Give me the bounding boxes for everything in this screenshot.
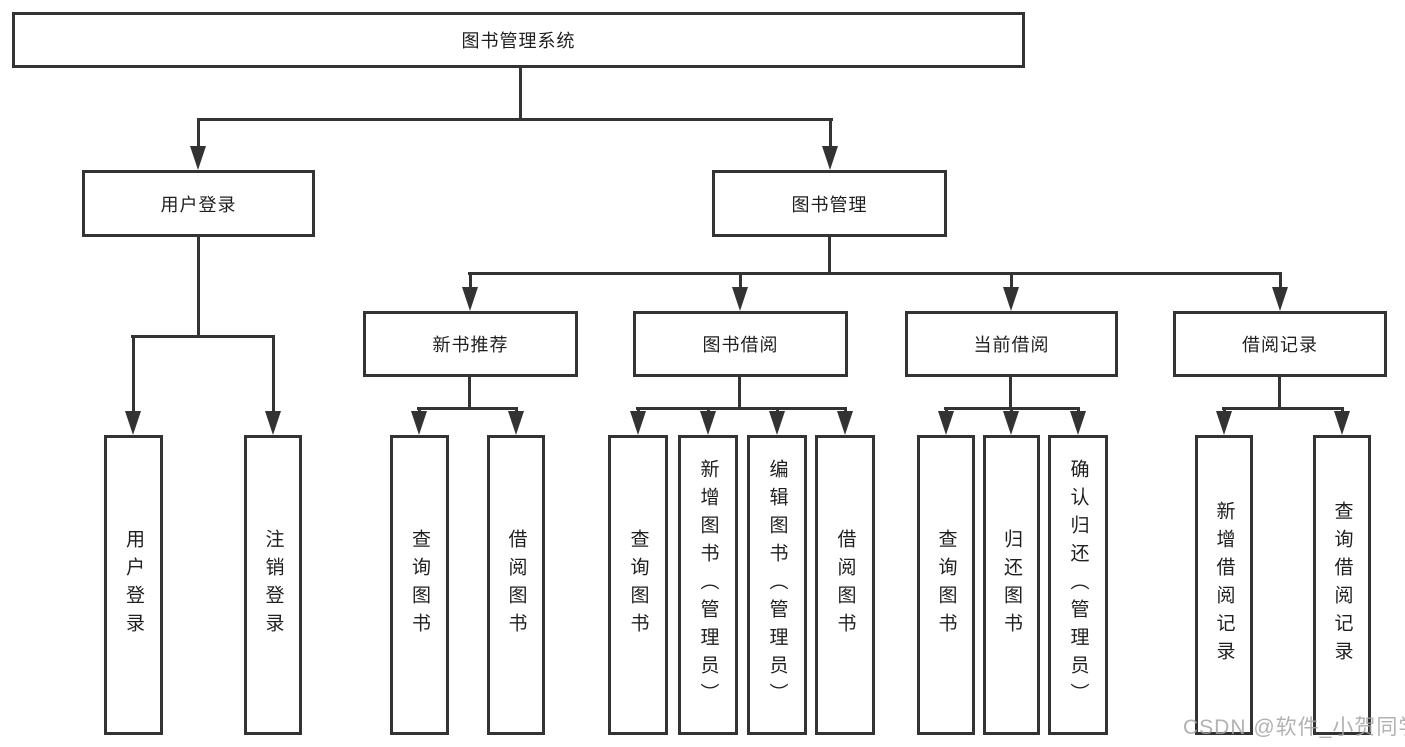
leaf-bb-borrow-books: 借阅图书 bbox=[815, 435, 875, 735]
node-current-borrow-label: 当前借阅 bbox=[973, 335, 1050, 355]
arrowhead-icon bbox=[938, 411, 954, 435]
leaf-logout-label: 注销登录 bbox=[262, 529, 284, 641]
connector-new-book-recommend-branch bbox=[417, 407, 518, 410]
arrowhead-icon bbox=[700, 411, 716, 435]
node-root: 图书管理系统 bbox=[12, 12, 1025, 68]
arrow-to-leaf-user-login bbox=[125, 335, 141, 435]
leaf-bb-edit-books-admin-label: 编辑图书（管理员） bbox=[766, 459, 788, 711]
connector-book-management-stem bbox=[828, 237, 831, 272]
arrowhead-icon bbox=[822, 146, 838, 170]
leaf-nb-borrow-books-label: 借阅图书 bbox=[505, 529, 527, 641]
arrowhead-icon bbox=[1003, 287, 1019, 311]
leaf-bb-query-books-label: 查询图书 bbox=[627, 529, 649, 641]
leaf-cb-query-books: 查询图书 bbox=[917, 435, 975, 735]
leaf-br-query-record-label: 查询借阅记录 bbox=[1331, 501, 1353, 669]
arrow-to-bb-borrow-books bbox=[837, 407, 853, 435]
leaf-cb-confirm-return-admin: 确认归还（管理员） bbox=[1048, 435, 1108, 735]
arrow-to-borrow-records bbox=[1272, 272, 1288, 311]
leaf-br-query-record: 查询借阅记录 bbox=[1313, 435, 1371, 735]
arrow-to-book-management bbox=[822, 118, 838, 170]
arrow-to-br-add-record bbox=[1216, 407, 1232, 435]
arrowhead-icon bbox=[1216, 411, 1232, 435]
leaf-user-login: 用户登录 bbox=[104, 435, 163, 735]
leaf-logout: 注销登录 bbox=[244, 435, 302, 735]
leaf-nb-borrow-books: 借阅图书 bbox=[487, 435, 545, 735]
arrowhead-icon bbox=[1272, 287, 1288, 311]
arrow-to-new-book-recommend bbox=[462, 272, 478, 311]
arrowhead-icon bbox=[630, 411, 646, 435]
connector-level1-branch bbox=[197, 118, 833, 121]
connector-current-borrow-stem bbox=[1009, 377, 1012, 407]
connector-level3-branch bbox=[468, 272, 1282, 275]
node-root-label: 图书管理系统 bbox=[461, 31, 576, 51]
node-new-book-recommend-label: 新书推荐 bbox=[432, 335, 509, 355]
connector-user-login-branch bbox=[131, 335, 275, 338]
arrow-to-cb-confirm-return bbox=[1070, 407, 1086, 435]
arrowhead-icon bbox=[508, 411, 524, 435]
node-user-login: 用户登录 bbox=[82, 170, 315, 237]
leaf-nb-query-books-label: 查询图书 bbox=[409, 529, 430, 641]
node-book-management-label: 图书管理 bbox=[791, 194, 868, 215]
leaf-bb-borrow-books-label: 借阅图书 bbox=[834, 529, 856, 641]
leaf-user-login-label: 用户登录 bbox=[123, 529, 144, 641]
node-new-book-recommend: 新书推荐 bbox=[363, 311, 578, 377]
arrowhead-icon bbox=[265, 411, 281, 435]
leaf-bb-add-books-admin: 新增图书（管理员） bbox=[678, 435, 738, 735]
arrow-to-bb-query-books bbox=[630, 407, 646, 435]
arrow-to-bb-add-books bbox=[700, 407, 716, 435]
node-borrow-records-label: 借阅记录 bbox=[1242, 335, 1318, 355]
node-user-login-label: 用户登录 bbox=[160, 194, 237, 215]
arrow-to-user-login bbox=[190, 118, 206, 170]
arrow-to-cb-return-books bbox=[1003, 407, 1019, 435]
node-borrow-records: 借阅记录 bbox=[1173, 311, 1387, 377]
connector-book-borrow-branch bbox=[636, 407, 847, 410]
leaf-cb-return-books-label: 归还图书 bbox=[1001, 529, 1022, 641]
arrowhead-icon bbox=[732, 287, 748, 311]
connector-book-borrow-stem bbox=[738, 377, 741, 407]
arrowhead-icon bbox=[125, 411, 141, 435]
leaf-bb-add-books-admin-label: 新增图书（管理员） bbox=[697, 459, 719, 711]
arrow-to-cb-query-books bbox=[938, 407, 954, 435]
arrow-to-nb-borrow-books bbox=[508, 407, 524, 435]
node-book-borrow-label: 图书借阅 bbox=[702, 335, 779, 355]
arrow-to-current-borrow bbox=[1003, 272, 1019, 311]
arrow-to-nb-query-books bbox=[411, 407, 427, 435]
connector-new-book-recommend-stem bbox=[468, 377, 471, 407]
leaf-br-add-record-label: 新增借阅记录 bbox=[1213, 501, 1235, 669]
node-current-borrow: 当前借阅 bbox=[905, 311, 1118, 377]
arrowhead-icon bbox=[1070, 411, 1086, 435]
arrowhead-icon bbox=[837, 411, 853, 435]
leaf-br-add-record: 新增借阅记录 bbox=[1195, 435, 1253, 735]
arrowhead-icon bbox=[1334, 411, 1350, 435]
arrowhead-icon bbox=[1003, 411, 1019, 435]
leaf-bb-query-books: 查询图书 bbox=[608, 435, 668, 735]
arrow-to-bb-edit-books bbox=[769, 407, 785, 435]
leaf-cb-query-books-label: 查询图书 bbox=[935, 529, 957, 641]
leaf-cb-return-books: 归还图书 bbox=[983, 435, 1040, 735]
node-book-borrow: 图书借阅 bbox=[633, 311, 848, 377]
connector-root-stem bbox=[519, 68, 522, 118]
arrowhead-icon bbox=[462, 287, 478, 311]
arrowhead-icon bbox=[190, 146, 206, 170]
arrowhead-icon bbox=[411, 411, 427, 435]
arrow-to-br-query-record bbox=[1334, 407, 1350, 435]
leaf-nb-query-books: 查询图书 bbox=[390, 435, 449, 735]
csdn-watermark: CSDN @软件_小贺同学 bbox=[1183, 716, 1405, 739]
leaf-cb-confirm-return-admin-label: 确认归还（管理员） bbox=[1067, 459, 1089, 711]
node-book-management: 图书管理 bbox=[712, 170, 947, 237]
leaf-bb-edit-books-admin: 编辑图书（管理员） bbox=[747, 435, 807, 735]
arrow-to-book-borrow bbox=[732, 272, 748, 311]
arrow-to-leaf-logout bbox=[265, 335, 281, 435]
connector-borrow-records-branch bbox=[1222, 407, 1344, 410]
arrowhead-icon bbox=[769, 411, 785, 435]
connector-borrow-records-stem bbox=[1278, 377, 1281, 407]
connector-user-login-stem bbox=[197, 237, 200, 335]
